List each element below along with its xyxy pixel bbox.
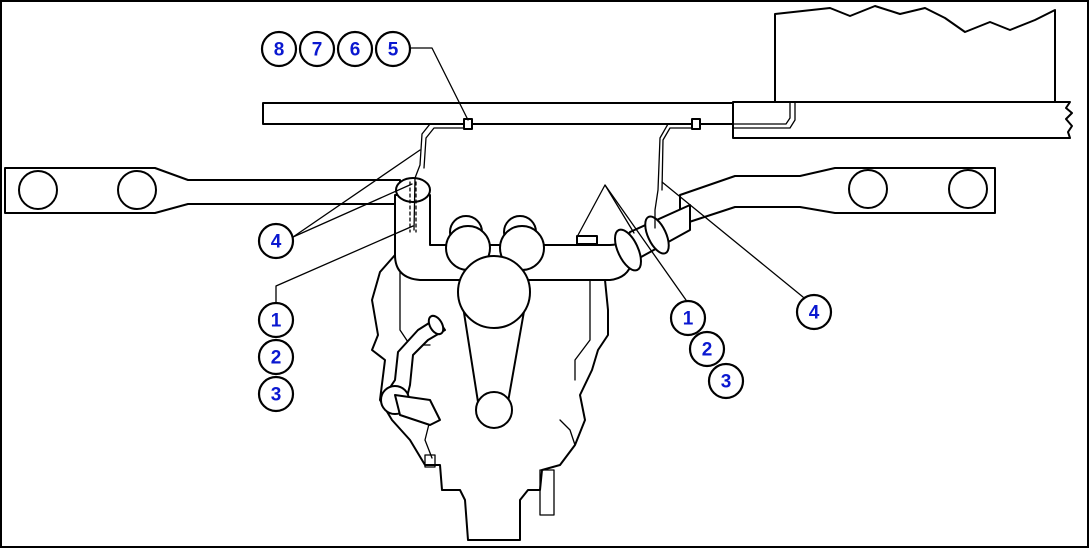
right-mount-hole-1 [848, 169, 888, 209]
pipe-clamp-2 [644, 215, 670, 255]
rail-bracket [732, 101, 791, 125]
lower-pulley [475, 391, 513, 429]
leader-5 [409, 47, 469, 121]
callout-3-left: 3 [257, 375, 295, 413]
callout-2-right: 2 [688, 330, 726, 368]
callout-1-right: 1 [669, 299, 707, 337]
harness-clip-right [691, 118, 701, 130]
callout-8-label: 8 [274, 40, 285, 61]
left-tube-top [395, 177, 431, 203]
callout-6-label: 6 [350, 40, 361, 61]
pipe-clamp-1 [614, 228, 642, 272]
callout-2-left-label: 2 [271, 348, 282, 369]
callout-3-right-label: 3 [721, 372, 732, 393]
leader-4-left [292, 149, 421, 238]
frame-rail [732, 101, 1073, 139]
left-mount-hole-2 [117, 170, 157, 210]
left-mount-hole-1 [18, 170, 58, 210]
callout-3-left-label: 3 [271, 385, 282, 406]
callout-4-left-label: 4 [271, 232, 282, 253]
callout-2-left: 2 [257, 338, 295, 376]
radiator-structure [774, 5, 1056, 103]
leader-4-left-b [292, 183, 413, 238]
harness-right [654, 123, 696, 229]
callout-3-right: 3 [707, 362, 745, 400]
callout-1-left: 1 [257, 301, 295, 339]
callout-4-right-label: 4 [809, 303, 820, 324]
callout-8: 8 [260, 30, 298, 68]
right-mount-bar [679, 167, 996, 226]
harness-left [413, 123, 471, 231]
callout-7-label: 7 [312, 40, 323, 61]
callout-4-right: 4 [795, 293, 833, 331]
callout-5: 5 [374, 30, 412, 68]
dipstick-tube [539, 469, 555, 516]
callout-1-right-label: 1 [683, 309, 694, 330]
callout-2-right-label: 2 [702, 340, 713, 361]
right-mount-hole-2 [948, 169, 988, 209]
crank-pulley [457, 255, 531, 329]
upper-crossmember [262, 102, 734, 125]
left-mount-bar [4, 167, 401, 214]
callout-7: 7 [298, 30, 336, 68]
air-intake-pipe [394, 194, 691, 281]
leader-4-right [661, 181, 804, 298]
callout-6: 6 [336, 30, 374, 68]
pipe-sensor [576, 235, 598, 245]
callout-5-label: 5 [388, 40, 399, 61]
callout-4-left: 4 [257, 222, 295, 260]
callout-1-left-label: 1 [271, 311, 282, 332]
